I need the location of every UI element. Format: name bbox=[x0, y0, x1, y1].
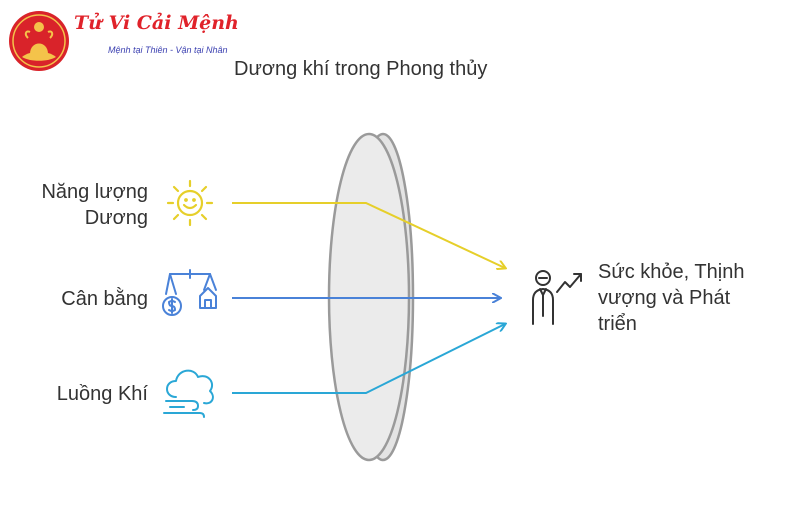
sun-icon bbox=[166, 179, 214, 227]
label-outcome-line2: vượng và Phát bbox=[598, 287, 731, 309]
label-flow: Luồng Khí bbox=[56, 383, 148, 405]
scale-icon bbox=[162, 269, 217, 316]
cloud-wind-icon bbox=[163, 369, 214, 418]
arrow-flow bbox=[232, 324, 505, 394]
person-growth-icon bbox=[532, 270, 582, 325]
label-energy-line2: Dương bbox=[84, 207, 148, 229]
brand-name: Tử Vi Cải Mệnh bbox=[74, 12, 239, 34]
label-outcome-line3: triển bbox=[598, 313, 637, 335]
label-energy-line1: Năng lượng bbox=[41, 181, 148, 203]
arrow-energy bbox=[232, 202, 505, 268]
brand-logo-icon bbox=[9, 11, 69, 71]
label-outcome-line1: Sức khỏe, Thịnh bbox=[598, 261, 745, 283]
label-energy: Năng lượng Dương bbox=[10, 179, 148, 231]
label-balance: Cân bằng bbox=[61, 288, 148, 310]
brand-slogan: Mệnh tại Thiên - Vận tại Nhân bbox=[108, 45, 228, 55]
diagram-title: Dương khí trong Phong thủy bbox=[234, 58, 488, 80]
label-outcome: Sức khỏe, Thịnh vượng và Phát triển bbox=[598, 259, 788, 337]
